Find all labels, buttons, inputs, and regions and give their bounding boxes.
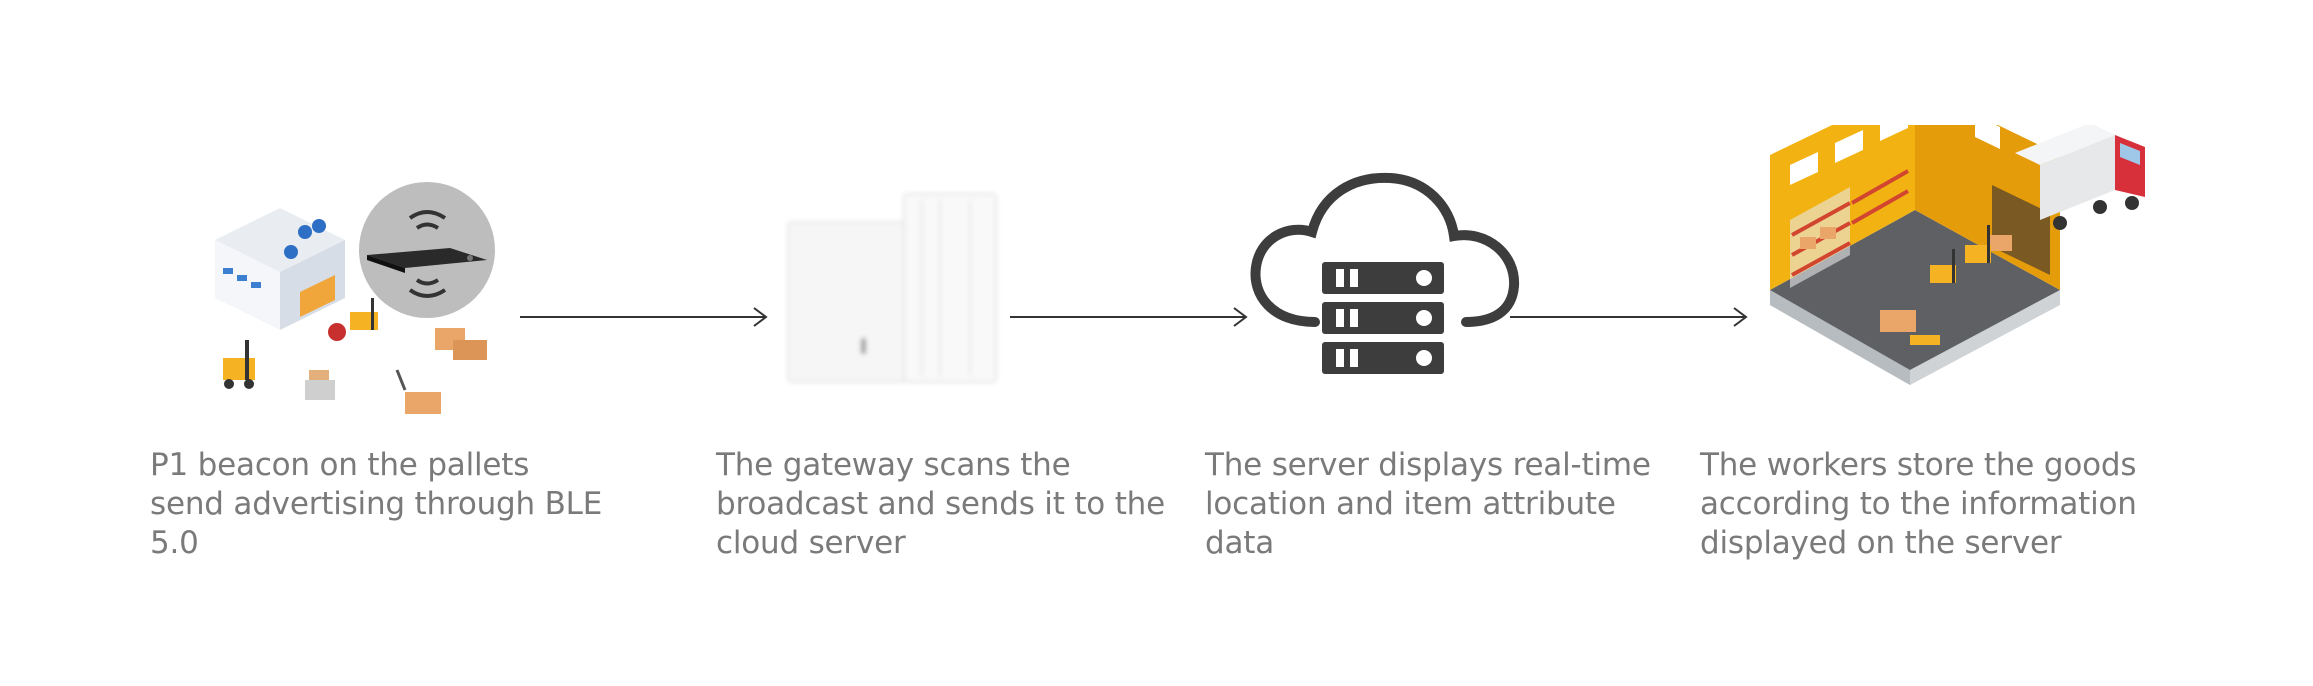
cloud-server-icon — [1250, 172, 1520, 374]
step-1-caption-line-2: send advertising through BLE — [150, 486, 603, 522]
warehouse-beacon-icon — [215, 182, 495, 414]
step-1-caption-line-3: 5.0 — [150, 525, 199, 561]
flow-arrow-1 — [520, 307, 768, 327]
step-3-caption-line-2: location and item attribute — [1205, 486, 1616, 522]
step-3-caption-line-3: data — [1205, 525, 1275, 561]
step-4-caption-line-2: according to the information — [1700, 486, 2137, 522]
warehouse-storage-icon — [1770, 125, 2145, 385]
step-3-caption-line-1: The server displays real-time — [1205, 447, 1651, 483]
step-1-caption: P1 beacon on the pallets send advertisin… — [150, 446, 602, 563]
step-3-caption: The server displays real-time location a… — [1205, 446, 1651, 563]
gateway-device-icon — [787, 193, 997, 383]
flow-arrow-2 — [1010, 307, 1248, 327]
step-4-caption: The workers store the goods according to… — [1700, 446, 2137, 563]
step-2-caption-line-3: cloud server — [716, 525, 906, 561]
step-1-caption-line-1: P1 beacon on the pallets — [150, 447, 530, 483]
step-2-caption: The gateway scans the broadcast and send… — [716, 446, 1165, 563]
step-4-caption-line-3: displayed on the server — [1700, 525, 2062, 561]
step-2-caption-line-2: broadcast and sends it to the — [716, 486, 1165, 522]
step-4-caption-line-1: The workers store the goods — [1700, 447, 2137, 483]
step-2-caption-line-1: The gateway scans the — [716, 447, 1071, 483]
flow-arrow-3 — [1510, 307, 1748, 327]
